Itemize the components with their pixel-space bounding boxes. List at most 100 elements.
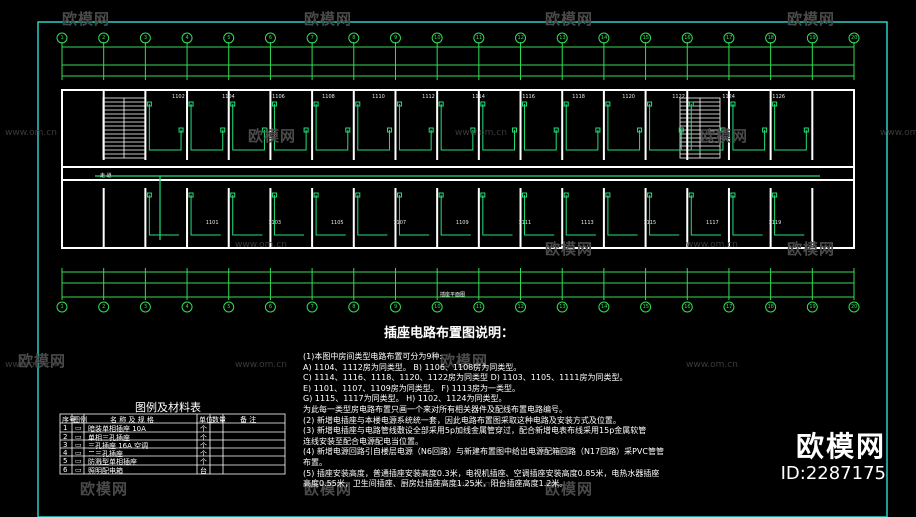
- socket-symbol: [396, 192, 402, 198]
- socket-symbol: [355, 101, 361, 107]
- wire-run: [273, 195, 305, 236]
- grid-axis-bubble: [806, 301, 818, 313]
- note-line: (5) 插座安装高度，普通插座安装高度0.3米，电视机插座、空调插座安装高度0.…: [303, 468, 660, 478]
- legend-cell: 个: [200, 425, 207, 433]
- socket-symbol: [438, 101, 444, 107]
- watermark-url: www.om.cn: [686, 240, 738, 250]
- socket-symbol: [595, 127, 601, 133]
- legend-cell: 三孔插座 16A 空调: [88, 442, 149, 450]
- grid-axis-label: 16: [684, 34, 691, 41]
- grid-axis-label: 3: [143, 303, 148, 310]
- watermark-url: www.om.cn: [5, 360, 57, 370]
- wire-run: [273, 104, 307, 151]
- watermark-url: www.om.cn: [686, 360, 738, 370]
- socket-symbol: [271, 101, 277, 107]
- drawing-name: 插座平面图: [440, 292, 466, 298]
- grid-axis-bubble: [681, 32, 693, 44]
- grid-axis-bubble: [348, 301, 360, 313]
- grid-axis-label: 15: [642, 303, 649, 310]
- watermark-text: 欧模网: [787, 10, 836, 28]
- grid-axis-bubble: [98, 301, 110, 313]
- room-number: 1110: [372, 94, 385, 100]
- grid-axis-label: 18: [767, 303, 774, 310]
- socket-symbol: [688, 101, 694, 107]
- grid-axis-bubble: [264, 32, 276, 44]
- legend-cell: 二三孔插座: [88, 450, 123, 458]
- grid-axis-bubble: [56, 301, 68, 313]
- legend-cell: 个: [200, 442, 207, 450]
- grid-axis-label: 5: [227, 34, 231, 41]
- room-number: 1107: [393, 220, 407, 226]
- socket-symbol: [512, 127, 518, 133]
- grid-axis-label: 13: [559, 303, 566, 310]
- grid-axis-label: 12: [517, 303, 524, 310]
- socket-symbol: [605, 101, 611, 107]
- legend-cell: ▭: [75, 441, 82, 449]
- legend-cell: 照明配电箱: [88, 467, 123, 475]
- room-number: 1109: [455, 220, 469, 226]
- wire-run: [690, 104, 724, 151]
- grid-axis-bubble: [223, 32, 235, 44]
- note-line: (1)本图中房间类型电路布置可分为9种:: [303, 352, 443, 361]
- brand-id: ID:2287175: [780, 463, 886, 484]
- grid-axis-bubble: [515, 301, 527, 313]
- wire-run: [440, 104, 474, 151]
- grid-axis-label: 1: [60, 303, 64, 310]
- grid-axis-label: 1: [60, 34, 64, 41]
- wire-run: [190, 104, 224, 151]
- socket-symbol: [522, 192, 528, 198]
- note-line: 高度0.55米，卫生间插座、厨房灶插座高度1.25米，阳台插座高度1.2米。: [303, 479, 568, 489]
- grid-axis-label: 12: [517, 34, 524, 41]
- legend-cell: 1: [63, 424, 68, 432]
- watermark-url: www.om.cn: [880, 128, 916, 138]
- wire-run: [649, 195, 680, 236]
- bottom-dimension-lines: [61, 268, 855, 300]
- legend-table: [59, 413, 286, 475]
- socket-symbol: [188, 101, 194, 107]
- grid-axis-bubble: [598, 301, 610, 313]
- watermark-url: www.om.cn: [5, 128, 57, 138]
- brand-name: 欧模网: [795, 430, 886, 463]
- socket-symbol: [647, 101, 653, 107]
- notes-title: 插座电路布置图说明：: [384, 326, 515, 341]
- legend-header-cell: 名 称 及 规 格: [110, 416, 154, 424]
- wire-run: [690, 195, 721, 236]
- grid-axis-label: 7: [310, 303, 314, 310]
- room-number: 1119: [768, 220, 782, 226]
- grid-axis-bubble: [723, 32, 735, 44]
- room-number: 1102: [172, 94, 185, 100]
- socket-symbol: [762, 127, 768, 133]
- grid-axis-label: 10: [434, 34, 441, 41]
- watermark-text: 欧模网: [787, 240, 836, 258]
- socket-symbol: [220, 127, 226, 133]
- legend-cell: ▭: [75, 466, 82, 474]
- grid-axis-label: 10: [434, 303, 441, 310]
- wire-run: [732, 195, 763, 236]
- main-feed-line: [95, 175, 820, 240]
- grid-axis-bubble: [806, 32, 818, 44]
- room-number: 1108: [322, 94, 335, 100]
- note-line: (3) 新增电插座与电路管线敷设全部采用5p加线金属管穿过，配合新增电表布线采用…: [303, 426, 647, 436]
- grid-axis-bubble: [640, 301, 652, 313]
- wire-run: [232, 195, 263, 236]
- grid-axis-bubble: [640, 32, 652, 44]
- grid-axis-bubble: [556, 32, 568, 44]
- grid-axis-bubble: [473, 301, 485, 313]
- grid-axis-label: 16: [684, 303, 691, 310]
- grid-axis-bubble: [56, 32, 68, 44]
- grid-axis-label: 9: [393, 34, 398, 41]
- socket-symbol: [428, 127, 434, 133]
- wire-run: [232, 104, 265, 151]
- note-line: 为此每一类型房电路布置只画一个来对所有相关器件及配线布置电路编号。: [303, 404, 567, 414]
- legend-title: 图例及材料表: [135, 401, 201, 414]
- grid-axis-bubble: [306, 32, 318, 44]
- wire-run: [565, 104, 599, 151]
- room-number: 1115: [643, 220, 657, 226]
- grid-axis-label: 6: [268, 303, 273, 310]
- note-line: (4) 新增电源回路引自楼层电源（N6回路）与新建布置图中给出电源配箱回路（N1…: [303, 447, 664, 457]
- grid-axis-bubble: [556, 301, 568, 313]
- wire-run: [524, 104, 557, 151]
- grid-axis-label: 13: [559, 34, 566, 41]
- grid-axis-label: 14: [600, 34, 608, 41]
- grid-axis-label: 4: [185, 34, 189, 41]
